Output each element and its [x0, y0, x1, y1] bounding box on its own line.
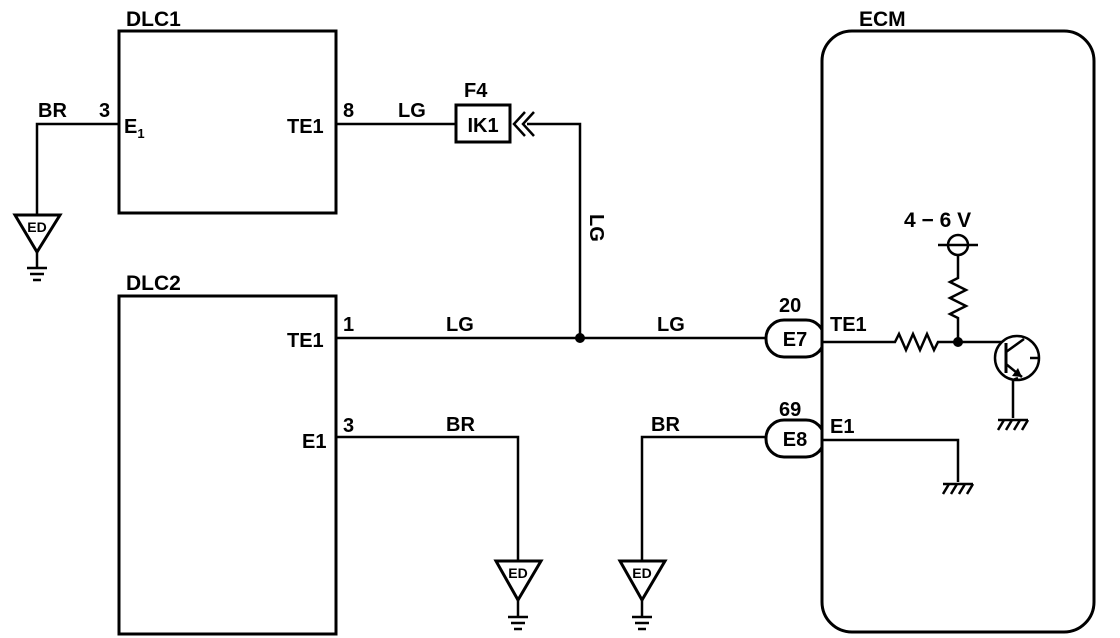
dlc2-title: DLC2: [126, 272, 181, 295]
e7-label: E7: [783, 329, 807, 351]
e7-pin-number: 20: [779, 295, 801, 317]
dlc2-box: [117, 294, 338, 636]
ecm-br-label: BR: [651, 414, 680, 436]
dlc1-pin-e1-number: 3: [99, 100, 110, 122]
lg-vertical-label: LG: [585, 214, 607, 242]
dlc2-pin-e1-number: 3: [343, 415, 354, 437]
pullup-resistor: [947, 256, 969, 342]
e8-label: E8: [783, 429, 807, 451]
ik1-connector: [454, 103, 512, 144]
e8-pin-number: 69: [779, 399, 801, 421]
ecm-te1-circuit: 4 − 6 V: [822, 209, 1041, 431]
ed-label: ED: [27, 219, 46, 235]
chassis-ground-icon: [996, 418, 1030, 431]
ground-ed-ecm: ED: [617, 559, 668, 631]
dlc1-box: [117, 29, 338, 215]
dlc1-br-label: BR: [38, 100, 67, 122]
splice-point: [575, 333, 585, 343]
dlc1-pin-e1-label: E1: [124, 116, 145, 141]
dlc2-pin-te1-label: TE1: [287, 330, 324, 352]
dlc2-br-label: BR: [446, 414, 475, 436]
dlc1-pin-te1-number: 8: [343, 100, 354, 122]
ecm-title: ECM: [859, 8, 906, 31]
transistor-icon: [993, 334, 1041, 418]
ed-label: ED: [632, 565, 651, 581]
dlc1-br-wire: [35, 122, 119, 216]
ed-label: ED: [508, 565, 527, 581]
chassis-ground-icon: [941, 482, 975, 495]
ground-ed-dlc2: ED: [493, 559, 544, 631]
dlc2-pin-te1-number: 1: [343, 314, 354, 336]
ground-ed-dlc1: ED: [12, 213, 63, 282]
dlc1-lg-label: LG: [398, 100, 426, 122]
dlc2-br-wire: [336, 435, 520, 562]
lg-vertical-wire: [527, 122, 582, 338]
f4-label: F4: [464, 80, 488, 102]
ecm-br-wire: [640, 435, 766, 562]
ik1-label: IK1: [467, 115, 498, 137]
ik1-chevron-icon: [512, 111, 535, 137]
dlc1-pin-te1-label: TE1: [287, 116, 324, 138]
ecm-e1-circuit: [822, 438, 975, 495]
series-resistor: [822, 330, 1004, 354]
ecm-pin-e1-label: E1: [830, 416, 854, 438]
dlc1-title: DLC1: [126, 8, 181, 31]
ecm-voltage-label: 4 − 6 V: [904, 209, 971, 232]
dlc2-pin-e1-label: E1: [302, 431, 326, 453]
dlc2-lg-left-label: LG: [446, 314, 474, 336]
ecm-pin-te1-label: TE1: [830, 314, 867, 336]
dlc2-lg-right-label: LG: [657, 314, 685, 336]
